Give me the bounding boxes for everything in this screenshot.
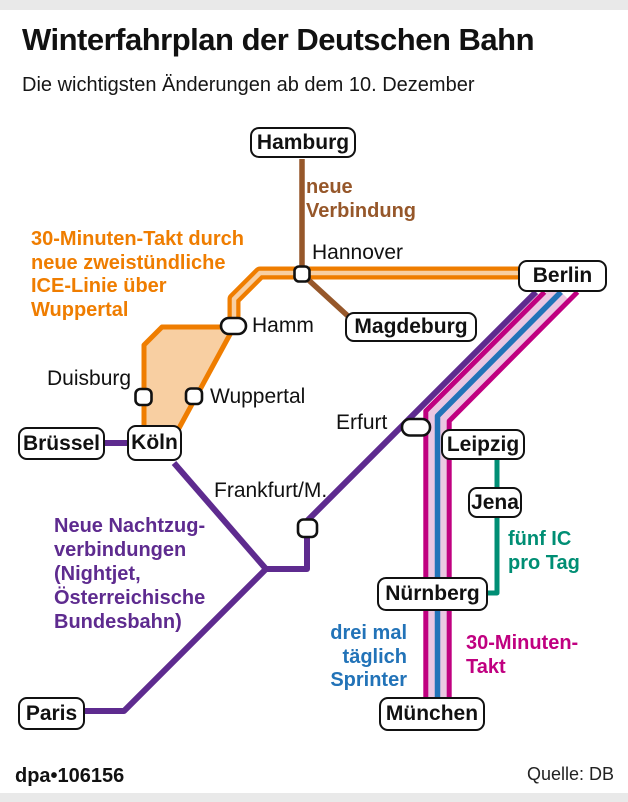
station-label-hannover: Hannover	[312, 241, 404, 264]
ic-line-leipzig-jena-nuernberg	[487, 460, 500, 596]
city-box-leipzig-label: Leipzig	[446, 432, 520, 456]
station-node-duisburg	[134, 387, 153, 407]
nightjet-line-junction-paris	[84, 566, 269, 714]
bottom-bar	[0, 793, 628, 802]
station-label-erfurt: Erfurt	[336, 411, 388, 434]
city-box-paris-label: Paris	[25, 701, 78, 725]
ice-tube-berlin-hannover-hamm-inner	[231, 270, 519, 327]
city-box-hamburg-label: Hamburg	[256, 130, 350, 154]
annotation-ic-jena: fünf IC pro Tag	[508, 528, 580, 574]
city-box-berlin: Berlin	[518, 260, 607, 292]
annotation-takt30: 30-Minuten- Takt	[466, 632, 579, 678]
source-line: Quelle: DB	[526, 764, 614, 784]
ice-loop-area-fill	[143, 327, 233, 432]
station-label-hamm: Hamm	[252, 314, 314, 337]
city-box-hamburg: Hamburg	[250, 127, 356, 158]
city-box-jena: Jena	[468, 487, 522, 518]
ice-line-hamm-duisburg-koeln	[141, 324, 234, 430]
city-box-nuernberg: Nürnberg	[377, 577, 488, 611]
city-box-leipzig: Leipzig	[441, 429, 525, 460]
city-box-koeln: Köln	[127, 425, 182, 461]
station-label-duisburg: Duisburg	[47, 367, 132, 390]
city-box-nuernberg-label: Nürnberg	[385, 582, 480, 605]
city-box-koeln-label: Köln	[131, 431, 178, 454]
annotation-sprinter: drei mal täglich Sprinter	[330, 622, 407, 691]
annotation-nightjet: Neue Nachtzug- verbindungen (Nightjet, Ö…	[54, 515, 206, 633]
city-box-bruessel: Brüssel	[18, 427, 105, 460]
city-box-magdeburg: Magdeburg	[345, 312, 477, 342]
city-box-bruessel-label: Brüssel	[22, 431, 101, 455]
top-bar	[0, 0, 628, 10]
station-node-hamm	[219, 316, 248, 336]
station-node-hannover	[293, 265, 311, 283]
city-box-jena-label: Jena	[471, 490, 519, 514]
annotation-ice-wuppertal: 30-Minuten-Takt durch neue zweistündlich…	[31, 228, 244, 321]
nightjet-line-junction-koeln	[171, 461, 269, 571]
page-subtitle: Die wichtigsten Änderungen ab dem 10. De…	[22, 74, 475, 96]
station-label-frankfurt: Frankfurt/M.	[214, 479, 328, 502]
page-title: Winterfahrplan der Deutschen Bahn	[22, 22, 535, 57]
city-box-berlin-label: Berlin	[532, 264, 593, 287]
city-box-paris: Paris	[18, 697, 85, 730]
ice-line-hamm-wuppertal-koeln	[175, 325, 237, 432]
station-node-frankfurt	[296, 518, 319, 539]
annotation-new-connection: neue Verbindung	[306, 176, 416, 222]
credit-line: dpa•106156	[15, 765, 125, 787]
station-node-wuppertal	[184, 387, 204, 406]
station-node-erfurt	[400, 417, 432, 437]
city-box-muenchen-label: München	[385, 702, 479, 725]
station-label-wuppertal: Wuppertal	[210, 385, 306, 408]
city-box-muenchen: München	[379, 697, 485, 731]
city-box-magdeburg-label: Magdeburg	[354, 315, 468, 338]
nightjet-line-berlin-frankfurt	[266, 289, 539, 572]
